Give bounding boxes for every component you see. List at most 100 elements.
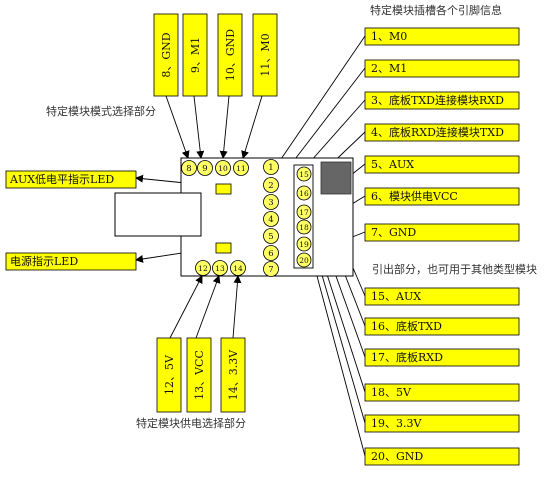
pin-6	[263, 245, 279, 261]
label-box-right	[364, 59, 520, 78]
pins: 8 9 10 11 12 13 14 1 2 3 4 5 6 7 15 16 1…	[181, 159, 312, 277]
pin-number: 16	[299, 189, 309, 198]
label-pin-4: 4、底板RXD连接模块TXD	[371, 125, 504, 139]
lead-out-labels: 15、AUX 16、底板TXD 17、底板RXD 18、5V 19、3.3V 2…	[364, 287, 520, 466]
usb-connector	[114, 192, 202, 237]
pin-number: 19	[299, 240, 309, 249]
pin-number: 4	[268, 215, 273, 225]
pin-7	[263, 261, 279, 277]
label-box-lead	[364, 447, 520, 466]
label-box-power-led	[5, 252, 137, 271]
label-box-right	[364, 27, 520, 46]
label-box-lead	[364, 317, 520, 336]
pin-12	[195, 260, 211, 276]
label-pin-16: 16、底板TXD	[371, 319, 442, 333]
label-pin-3: 3、底板TXD连接模块RXD	[371, 93, 504, 107]
label-pin-10: 10、GND	[224, 29, 237, 81]
label-pin-13: 13、VCC	[193, 350, 206, 400]
pin-number: 15	[299, 170, 309, 179]
label-box-lead	[364, 383, 520, 402]
label-pin-8: 8、GND	[160, 32, 173, 77]
connector-line	[165, 95, 190, 159]
pin-number: 2	[268, 181, 273, 191]
label-pin-5: 5、AUX	[371, 158, 414, 171]
pin-9	[197, 160, 213, 176]
label-box-bottom	[220, 337, 246, 413]
connector-line	[195, 275, 221, 339]
heading-power-select: 特定模块供电选择部分	[136, 416, 246, 430]
label-pin-1: 1、M0	[371, 30, 407, 43]
label-pin-19: 19、3.3V	[371, 417, 422, 430]
pin-number: 8	[186, 164, 191, 174]
label-pin-20: 20、GND	[371, 450, 423, 463]
pin-19	[296, 236, 312, 252]
bottom-labels: 12、5V 13、VCC 14、3.3V	[156, 337, 246, 413]
label-box-top	[182, 13, 208, 97]
label-box-top	[217, 13, 243, 97]
label-power-led: 电源指示LED	[10, 254, 78, 268]
connector-line	[312, 260, 366, 457]
label-pin-14: 14、3.3V	[227, 349, 240, 400]
pin-info-labels: 1、M0 2、M1 3、底板TXD连接模块RXD 4、底板RXD连接模块TXD …	[364, 27, 520, 242]
heading-lead-out: 引出部分，也可用于其他类型模块	[372, 262, 537, 276]
label-pin-6: 6、模块供电VCC	[371, 189, 458, 203]
label-aux-led: AUX低电平指示LED	[9, 172, 114, 186]
power-led	[215, 242, 232, 254]
pin-number: 6	[268, 249, 273, 259]
label-box-lead	[364, 348, 520, 367]
pin-number: 20	[299, 256, 309, 265]
label-box-right	[364, 223, 520, 242]
pin-number: 9	[202, 164, 207, 174]
label-pin-18: 18、5V	[371, 386, 412, 399]
label-pin-11: 11、M0	[259, 33, 272, 76]
label-pin-15: 15、AUX	[371, 290, 421, 303]
heading-mode-select: 特定模块模式选择部分	[46, 104, 156, 118]
label-box-lead	[364, 414, 520, 433]
pin-8	[181, 160, 197, 176]
label-box-right	[364, 187, 520, 206]
connector-line	[241, 95, 263, 159]
pin-2	[263, 177, 279, 193]
pin-14	[230, 260, 246, 276]
pin-11	[233, 160, 249, 176]
label-box-lead	[364, 287, 520, 306]
connector-line	[278, 35, 366, 163]
pin-5	[263, 228, 279, 244]
pin-number: 10	[218, 164, 228, 173]
pin-13	[212, 260, 228, 276]
lead-out-header	[293, 164, 314, 269]
label-pin-2: 2、M1	[371, 62, 407, 75]
pin-10	[215, 160, 231, 176]
pin-number: 12	[198, 264, 208, 273]
connector-line	[219, 95, 230, 159]
pin-15	[296, 166, 312, 182]
pin-number: 14	[233, 264, 243, 273]
pin-17	[296, 204, 312, 220]
pin-16	[296, 185, 312, 201]
label-box-bottom	[186, 337, 212, 413]
label-box-right	[364, 155, 520, 174]
label-box-top	[252, 13, 278, 97]
connector-line	[232, 275, 242, 339]
pin-number: 18	[299, 223, 309, 232]
pin-number: 1	[268, 163, 273, 173]
board	[114, 157, 354, 277]
pin-1	[263, 159, 279, 175]
label-pin-12: 12、5V	[163, 354, 176, 395]
label-box-right	[364, 91, 520, 110]
label-box-right	[364, 123, 520, 142]
pin-number: 5	[268, 232, 273, 242]
left-labels: AUX低电平指示LED 电源指示LED	[5, 170, 137, 271]
aux-led	[215, 183, 232, 195]
label-pin-9: 9、M1	[189, 37, 202, 73]
label-pin-7: 7、GND	[371, 226, 416, 239]
pin-number: 17	[299, 208, 309, 217]
label-box-bottom	[156, 337, 182, 413]
label-pin-17: 17、底板RXD	[371, 350, 443, 364]
connector-line	[193, 95, 205, 159]
pin-number: 13	[215, 264, 225, 273]
pin-number: 3	[268, 198, 273, 208]
pin-number: 7	[268, 265, 273, 275]
connector-line	[169, 275, 203, 339]
